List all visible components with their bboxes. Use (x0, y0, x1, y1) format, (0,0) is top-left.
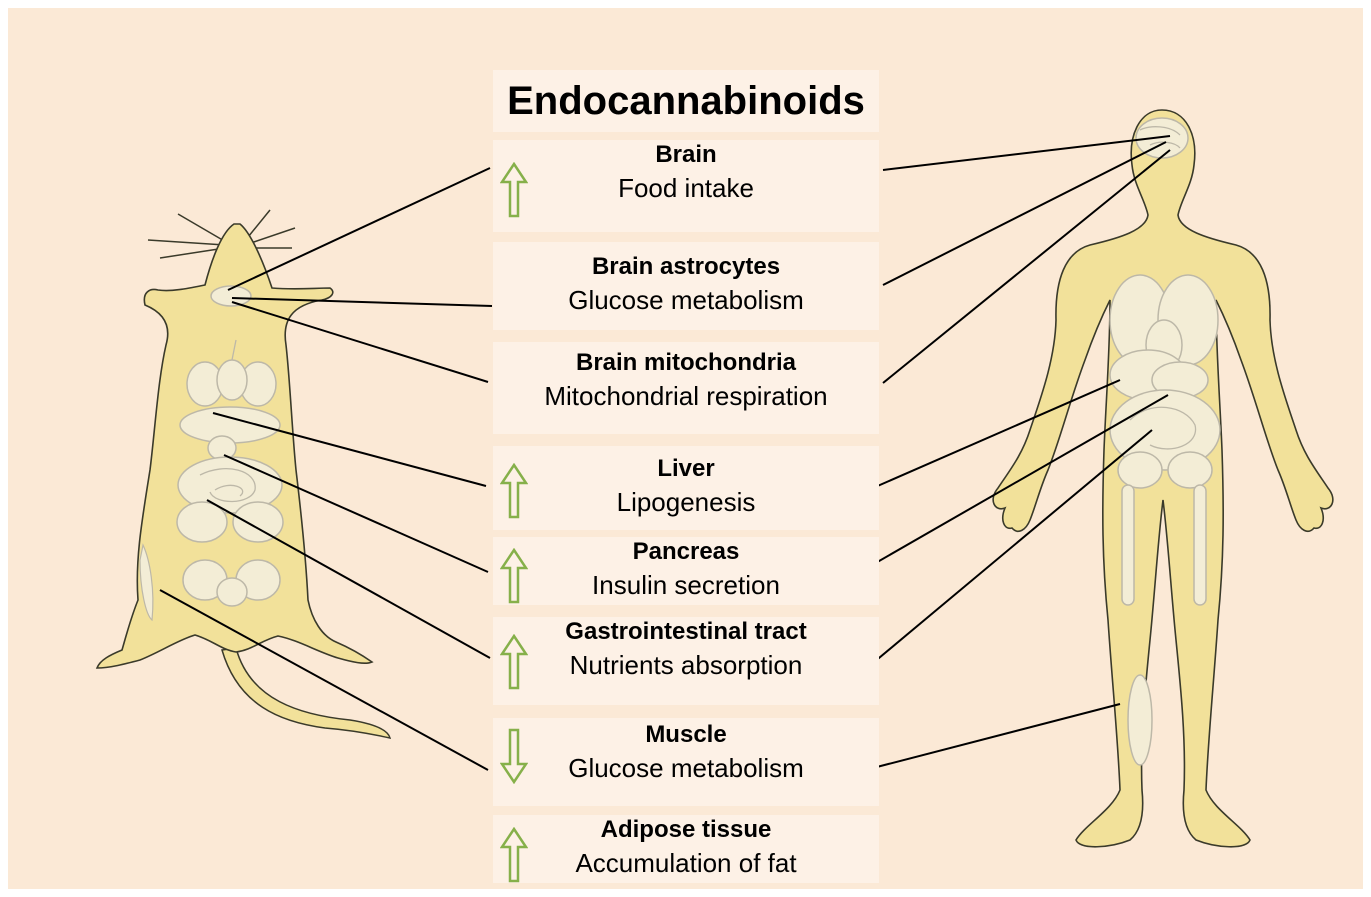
up-arrow-icon (500, 827, 528, 883)
up-arrow-icon (500, 548, 528, 604)
up-arrow-icon (500, 463, 528, 519)
effect-label: Glucose metabolism (493, 282, 879, 318)
effect-panel-muscle: Muscle Glucose metabolism (493, 718, 879, 806)
organ-label: Brain astrocytes (493, 252, 879, 282)
organ-label: Gastrointestinal tract (493, 617, 879, 647)
effect-label: Mitochondrial respiration (493, 378, 879, 414)
effect-panel-adipose-tissue: Adipose tissue Accumulation of fat (493, 815, 879, 883)
organ-label: Pancreas (493, 537, 879, 567)
effect-label: Glucose metabolism (493, 750, 879, 786)
up-arrow-icon (500, 634, 528, 690)
effect-panel-pancreas: Pancreas Insulin secretion (493, 537, 879, 605)
title-box: Endocannabinoids (493, 70, 879, 132)
effect-panel-liver: Liver Lipogenesis (493, 446, 879, 530)
organ-label: Brain (493, 140, 879, 170)
effect-panel-gastrointestinal-tract: Gastrointestinal tract Nutrients absorpt… (493, 617, 879, 705)
effect-label: Accumulation of fat (493, 845, 879, 881)
effect-panel-brain-astrocytes: Brain astrocytes Glucose metabolism (493, 242, 879, 330)
organ-label: Adipose tissue (493, 815, 879, 845)
organ-label: Muscle (493, 720, 879, 750)
effect-label: Insulin secretion (493, 567, 879, 603)
effect-panel-brain-mitochondria: Brain mitochondria Mitochondrial respira… (493, 342, 879, 434)
up-arrow-icon (500, 162, 528, 218)
effect-label: Nutrients absorption (493, 647, 879, 683)
effect-label: Lipogenesis (493, 484, 879, 520)
down-arrow-icon (500, 728, 528, 784)
organ-label: Brain mitochondria (493, 348, 879, 378)
figure-title: Endocannabinoids (507, 79, 865, 124)
effect-label: Food intake (493, 170, 879, 206)
organ-label: Liver (493, 454, 879, 484)
effect-panel-brain: Brain Food intake (493, 140, 879, 232)
